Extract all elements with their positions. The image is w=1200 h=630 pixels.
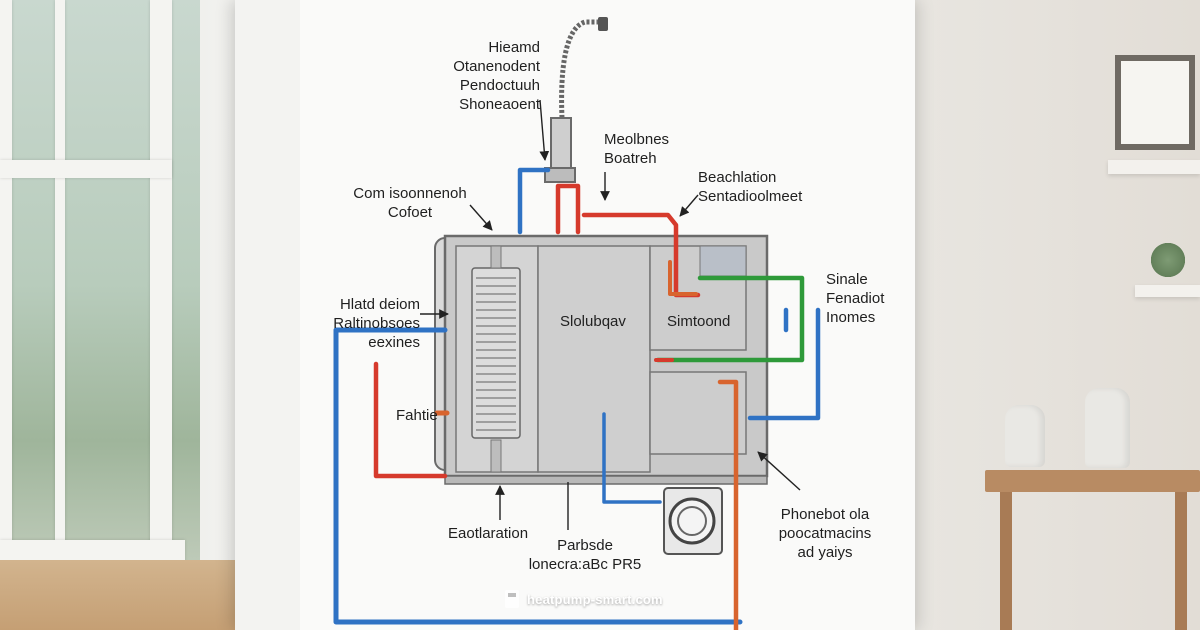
phone-icon (505, 590, 519, 608)
unit-left-panel-label: Slolubqav (560, 313, 626, 330)
label-bottom-right: Phonebot ola poocatmacins ad yaiys (778, 506, 872, 561)
window-frame-mid (55, 0, 65, 560)
label-top-right: Beachlation Sentadioolmeet (698, 169, 803, 205)
window-frame-right (150, 0, 172, 560)
side-table (985, 470, 1200, 492)
green-pipe-upper (655, 275, 805, 363)
cold-pipe-inner (602, 412, 662, 504)
arrow-bottom-right (757, 451, 801, 491)
label-right-upper: Sinale Fenadiot Inomes (826, 271, 885, 326)
window-frame-left (0, 0, 12, 630)
plant (1148, 240, 1188, 280)
shower-pipe (544, 17, 608, 183)
arrow-left-upper (469, 204, 493, 231)
wall-picture (1115, 55, 1195, 150)
shelf-lower (1135, 285, 1200, 297)
label-top-left: Hieamd Otanenodent Pendoctuuh Shoneaoent (453, 39, 540, 113)
label-left-small: Fahtie (396, 407, 438, 424)
label-bottom-center: Parbsde lonecra:aBc PR5 (528, 537, 642, 573)
cold-pipe-left (333, 327, 743, 625)
orange-pipe-right (668, 260, 698, 296)
orange-pipe-bottom (717, 379, 739, 630)
label-left-middle: Hlatd deiom Raltinobsoes eexines (333, 296, 420, 351)
annotation-arrows (420, 99, 801, 530)
vase-small (1005, 405, 1045, 467)
label-bottom-left: Eaotlaration (448, 525, 529, 542)
arrow-top-left (539, 99, 550, 161)
window-sill (0, 560, 240, 630)
arrow-top-right (679, 194, 699, 217)
outdoor-fan-unit (663, 487, 723, 555)
label-top-center: Meolbnes Boatreh (604, 131, 670, 167)
cold-pipe-right (747, 307, 821, 421)
watermark-text: heatpump-smart.com (527, 591, 663, 607)
unit-right-panel-label: Simtoond (667, 313, 731, 330)
window-frame-rail-bottom (0, 540, 185, 562)
window-frame-rail-top (0, 160, 172, 178)
shelf-upper (1108, 160, 1200, 174)
vase-tall (1085, 388, 1130, 468)
hot-pipe-left (373, 361, 448, 479)
side-table-leg (1000, 492, 1012, 630)
pipes (333, 167, 821, 630)
cold-pipe-top (517, 167, 551, 235)
side-table-leg (1175, 492, 1187, 630)
label-left-upper: Com isoonnenoh Cofoet (353, 185, 467, 221)
hot-pipe-top (555, 183, 581, 235)
watermark: heatpump-smart.com (505, 588, 663, 610)
heat-pump-unit (434, 234, 769, 485)
